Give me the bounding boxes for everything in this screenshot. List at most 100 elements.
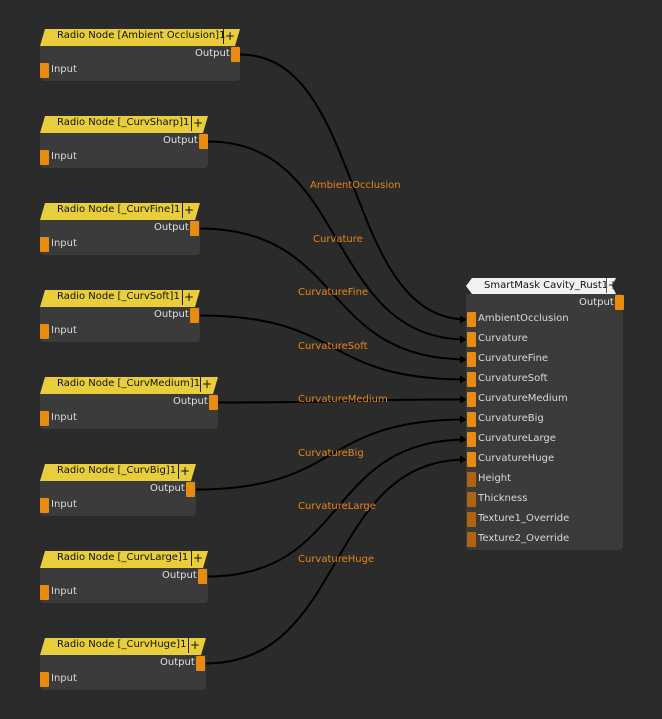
input-port[interactable] bbox=[467, 532, 476, 547]
input-label: Thickness bbox=[478, 493, 528, 504]
add-button[interactable]: + bbox=[179, 464, 191, 478]
node-body: Output Input bbox=[40, 307, 200, 342]
wire-arrowhead bbox=[460, 315, 467, 324]
output-port[interactable] bbox=[186, 482, 195, 497]
output-label: Output bbox=[173, 396, 208, 407]
node-header[interactable]: Radio Node [_CurvSharp]1 + bbox=[40, 116, 208, 133]
input-label: Input bbox=[51, 673, 77, 684]
connection-wire bbox=[206, 438, 468, 578]
output-port[interactable] bbox=[190, 308, 199, 323]
input-port[interactable] bbox=[467, 432, 476, 447]
node-title: Radio Node [Ambient Occlusion]1 bbox=[57, 30, 226, 41]
node-header[interactable]: Radio Node [Ambient Occlusion]1 + bbox=[40, 29, 240, 46]
output-label: Output bbox=[579, 297, 614, 308]
input-port[interactable] bbox=[467, 472, 476, 487]
connection-wire bbox=[204, 458, 468, 665]
input-port[interactable] bbox=[467, 492, 476, 507]
node-header[interactable]: Radio Node [_CurvHuge]1 + bbox=[40, 638, 206, 655]
add-button[interactable]: + bbox=[607, 278, 619, 292]
output-label: Output bbox=[154, 309, 189, 320]
node-title: Radio Node [_CurvFine]1 bbox=[57, 204, 181, 215]
connection-wire bbox=[198, 227, 468, 361]
input-port[interactable] bbox=[467, 452, 476, 467]
output-port[interactable] bbox=[199, 134, 208, 149]
output-port[interactable] bbox=[198, 569, 207, 584]
input-port[interactable] bbox=[40, 150, 49, 165]
input-port[interactable] bbox=[467, 392, 476, 407]
radio-node-curv-big[interactable]: Radio Node [_CurvBig]1 + Output Input bbox=[40, 464, 196, 516]
node-header[interactable]: Radio Node [_CurvSoft]1 + bbox=[40, 290, 200, 307]
input-label: CurvatureLarge bbox=[478, 433, 556, 444]
add-button[interactable]: + bbox=[183, 203, 195, 217]
radio-node-curv-huge[interactable]: Radio Node [_CurvHuge]1 + Output Input bbox=[40, 638, 206, 690]
add-button[interactable]: + bbox=[183, 290, 195, 304]
wire-arrowhead bbox=[460, 395, 467, 404]
input-label: CurvatureMedium bbox=[478, 393, 568, 404]
output-label: Output bbox=[160, 657, 195, 668]
wire-label-curvature-huge: CurvatureHuge bbox=[298, 554, 375, 565]
radio-node-ambient-occlusion[interactable]: Radio Node [Ambient Occlusion]1 + Output… bbox=[40, 29, 240, 81]
output-port[interactable] bbox=[615, 295, 624, 310]
input-label: Input bbox=[51, 412, 77, 423]
input-label: CurvatureSoft bbox=[478, 373, 548, 384]
radio-node-curv-soft[interactable]: Radio Node [_CurvSoft]1 + Output Input bbox=[40, 290, 200, 342]
add-button[interactable]: + bbox=[192, 551, 204, 565]
smartmask-cavity-rust-node[interactable]: SmartMask Cavity_Rust1 + Output AmbientO… bbox=[466, 278, 626, 550]
node-header[interactable]: Radio Node [_CurvFine]1 + bbox=[40, 203, 200, 220]
input-port[interactable] bbox=[40, 324, 49, 339]
output-port[interactable] bbox=[231, 47, 240, 62]
add-button[interactable]: + bbox=[201, 377, 213, 391]
input-label: Height bbox=[478, 473, 512, 484]
input-port[interactable] bbox=[40, 672, 49, 687]
wire-arrowhead bbox=[460, 415, 467, 424]
input-label: Input bbox=[51, 586, 77, 597]
connection-wire bbox=[217, 398, 468, 404]
input-port[interactable] bbox=[467, 372, 476, 387]
input-port[interactable] bbox=[40, 63, 49, 78]
wire-label-curvature-medium: CurvatureMedium bbox=[298, 394, 388, 405]
output-label: Output bbox=[195, 48, 230, 59]
wire-label-curvature-large: CurvatureLarge bbox=[298, 501, 376, 512]
add-button[interactable]: + bbox=[224, 29, 236, 43]
input-port[interactable] bbox=[40, 411, 49, 426]
radio-node-curv-large[interactable]: Radio Node [_CurvLarge]1 + Output Input bbox=[40, 551, 208, 603]
input-label: Curvature bbox=[478, 333, 528, 344]
radio-node-curv-medium[interactable]: Radio Node [_CurvMedium]1 + Output Input bbox=[40, 377, 218, 429]
input-port[interactable] bbox=[467, 312, 476, 327]
node-header[interactable]: Radio Node [_CurvMedium]1 + bbox=[40, 377, 218, 394]
input-port[interactable] bbox=[467, 412, 476, 427]
input-port[interactable] bbox=[467, 512, 476, 527]
node-header[interactable]: SmartMask Cavity_Rust1 + bbox=[466, 278, 616, 294]
input-label: Input bbox=[51, 499, 77, 510]
node-body: Output Input bbox=[40, 220, 200, 255]
node-body: Output Input bbox=[40, 133, 208, 168]
radio-node-curv-sharp[interactable]: Radio Node [_CurvSharp]1 + Output Input bbox=[40, 116, 208, 168]
radio-node-curv-fine[interactable]: Radio Node [_CurvFine]1 + Output Input bbox=[40, 203, 200, 255]
input-port[interactable] bbox=[40, 498, 49, 513]
wire-label-curvature-soft: CurvatureSoft bbox=[298, 341, 368, 352]
wire-arrowhead bbox=[460, 435, 467, 444]
input-port[interactable] bbox=[467, 352, 476, 367]
node-header[interactable]: Radio Node [_CurvLarge]1 + bbox=[40, 551, 208, 568]
input-label: AmbientOcclusion bbox=[478, 313, 569, 324]
output-label: Output bbox=[163, 135, 198, 146]
node-title: Radio Node [_CurvHuge]1 bbox=[57, 639, 187, 650]
node-body: Output Input bbox=[40, 655, 206, 690]
output-port[interactable] bbox=[196, 656, 205, 671]
node-title: Radio Node [_CurvMedium]1 bbox=[57, 378, 201, 389]
connection-wire bbox=[194, 418, 468, 491]
input-port[interactable] bbox=[467, 332, 476, 347]
input-port[interactable] bbox=[40, 237, 49, 252]
output-port[interactable] bbox=[209, 395, 218, 410]
add-button[interactable]: + bbox=[189, 638, 201, 652]
add-button[interactable]: + bbox=[192, 116, 204, 130]
input-label: Input bbox=[51, 151, 77, 162]
node-header[interactable]: Radio Node [_CurvBig]1 + bbox=[40, 464, 196, 481]
output-port[interactable] bbox=[190, 221, 199, 236]
output-label: Output bbox=[154, 222, 189, 233]
input-label: Input bbox=[51, 325, 77, 336]
input-port[interactable] bbox=[40, 585, 49, 600]
connection-wire bbox=[207, 140, 468, 341]
